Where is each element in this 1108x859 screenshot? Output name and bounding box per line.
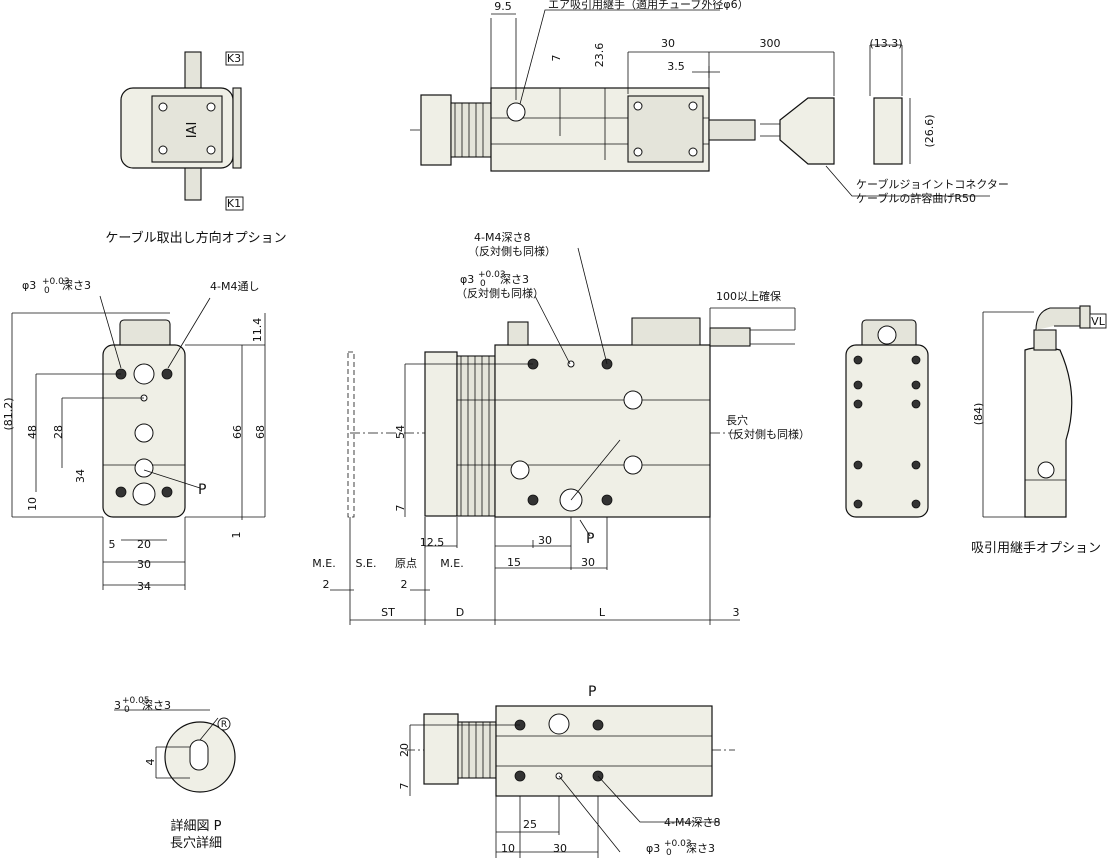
dim-30-top: 30 xyxy=(661,37,675,50)
dim-30-left: 30 xyxy=(137,558,151,571)
dim-68: 68 xyxy=(254,425,267,439)
clearance-label: 100以上確保 xyxy=(716,289,781,303)
depth3-left: 深さ3 xyxy=(62,279,91,292)
suction-option-caption: 吸引用継手オプション xyxy=(971,541,1101,556)
dim-34-h: 34 xyxy=(137,580,151,593)
dim-1: 1 xyxy=(230,532,243,539)
logo-text: IAI xyxy=(185,122,200,139)
detail-p: R 3 +0.05 0 深さ3 4 詳細図 P 長穴詳細 xyxy=(114,696,236,851)
tol0-left: 0 xyxy=(44,286,50,296)
label-st: ST xyxy=(381,606,395,619)
dim-81-2: (81.2) xyxy=(2,397,15,430)
dim-2-b: 2 xyxy=(401,578,408,591)
top-side-view: 9.5 エア吸引用継手（適用チューブ外径φ6） 23.6 7 30 300 3.… xyxy=(410,0,1009,205)
tap-depth8-bottom: 4-M4深さ8 xyxy=(664,816,720,829)
dim-7-mid: 7 xyxy=(394,505,407,512)
dim-7-bottom: 7 xyxy=(398,783,411,790)
dim-30-mid-b: 30 xyxy=(581,556,595,569)
dim-84: (84) xyxy=(972,403,985,426)
cable-exit-option-view: IAI K3 K1 ケーブル取出し方向オプション xyxy=(105,51,287,246)
label-l: L xyxy=(599,606,606,619)
dim-5: 5 xyxy=(109,538,116,551)
dim-13-3: (13.3) xyxy=(869,37,902,50)
label-me-right: M.E. xyxy=(440,557,463,570)
dim-10-v: 10 xyxy=(26,497,39,511)
dim-26-6: (26.6) xyxy=(923,114,936,147)
label-k1: K1 xyxy=(227,197,241,210)
dim-20-left: 20 xyxy=(137,538,151,551)
detail-three: 3 xyxy=(114,699,121,712)
dim-12-5: 12.5 xyxy=(420,536,445,549)
cable-option-caption: ケーブル取出し方向オプション xyxy=(105,230,286,246)
depth3-bottom: 深さ3 xyxy=(686,842,715,855)
air-fitting-label: エア吸引用継手（適用チューブ外径φ6） xyxy=(548,0,749,11)
phi3-bottom: φ3 xyxy=(646,842,660,855)
label-me-left: M.E. xyxy=(312,557,335,570)
detail-title: 詳細図 P xyxy=(171,818,222,834)
tol0-bottom: 0 xyxy=(666,848,672,858)
dim-3-mid: 3 xyxy=(733,606,740,619)
depth3-mid: 深さ3 xyxy=(500,273,529,286)
tap-depth8-label: 4-M4深さ8 xyxy=(474,231,530,244)
label-d: D xyxy=(456,606,464,619)
end-view-left: (81.2) 48 28 34 10 11.4 66 68 1 5 20 30 … xyxy=(2,277,267,593)
label-origin: 原点 xyxy=(395,557,417,570)
tol-bottom: +0.03 xyxy=(664,839,692,849)
through-tap-label: 4-M4通し xyxy=(210,280,259,293)
same-opposite-3: （反対側も同様） xyxy=(722,427,810,441)
dim-9-5: 9.5 xyxy=(494,0,512,13)
label-p-mid: P xyxy=(586,531,594,547)
label-p-left: P xyxy=(198,482,206,498)
dim-28: 28 xyxy=(52,425,65,439)
dim-15: 15 xyxy=(507,556,521,569)
label-p-bottom: P xyxy=(588,684,596,700)
suction-option-view: VL (84) 吸引用継手オプション xyxy=(971,305,1107,556)
dim-4-detail: 4 xyxy=(144,759,157,766)
label-se: S.E. xyxy=(356,557,377,570)
dim-30-mid-a: 30 xyxy=(538,534,552,547)
dim-25: 25 xyxy=(523,818,537,831)
dim-10-bottom: 10 xyxy=(501,842,515,855)
same-opposite-1: （反対側も同様） xyxy=(468,244,556,258)
detail-tol: +0.05 xyxy=(122,696,150,706)
detail-depth3: 深さ3 xyxy=(142,699,171,712)
dim-54: 54 xyxy=(394,425,407,439)
dim-66: 66 xyxy=(231,425,244,439)
bottom-top-view: P 20 7 25 10 30 4-M4深さ8 φ3 +0.03 0 深さ3 xyxy=(398,684,735,858)
dim-20-bottom: 20 xyxy=(398,743,411,757)
phi3-left: φ3 xyxy=(22,279,36,292)
dim-300: 300 xyxy=(760,37,781,50)
label-k3: K3 xyxy=(227,52,241,65)
dim-23-6: 23.6 xyxy=(593,43,606,68)
detail-sub: 長穴詳細 xyxy=(170,835,222,851)
label-r: R xyxy=(221,720,227,730)
tol-left: +0.03 xyxy=(42,277,70,287)
end-view-right xyxy=(845,319,929,518)
tol0-mid: 0 xyxy=(480,279,486,289)
connector-label-1: ケーブルジョイントコネクター xyxy=(856,177,1009,191)
dim-7-top: 7 xyxy=(550,55,563,62)
main-side-view: 54 7 12.5 30 15 30 M.E. S.E. 原点 M.E. 2 2… xyxy=(312,231,810,625)
connector-label-2: ケーブルの許容曲げR50 xyxy=(856,191,976,205)
label-vl: VL xyxy=(1091,315,1106,328)
same-opposite-2: （反対側も同様） xyxy=(456,286,544,300)
dim-34-v: 34 xyxy=(74,469,87,483)
phi3-mid: φ3 xyxy=(460,273,474,286)
slot-label: 長穴 xyxy=(726,413,748,427)
detail-tol0: 0 xyxy=(124,705,130,715)
dim-11-4: 11.4 xyxy=(251,318,264,343)
dim-2-a: 2 xyxy=(323,578,330,591)
dim-48: 48 xyxy=(26,425,39,439)
dim-30-bottom: 30 xyxy=(553,842,567,855)
tol-mid: +0.03 xyxy=(478,270,506,280)
dim-3-5: 3.5 xyxy=(667,60,685,73)
